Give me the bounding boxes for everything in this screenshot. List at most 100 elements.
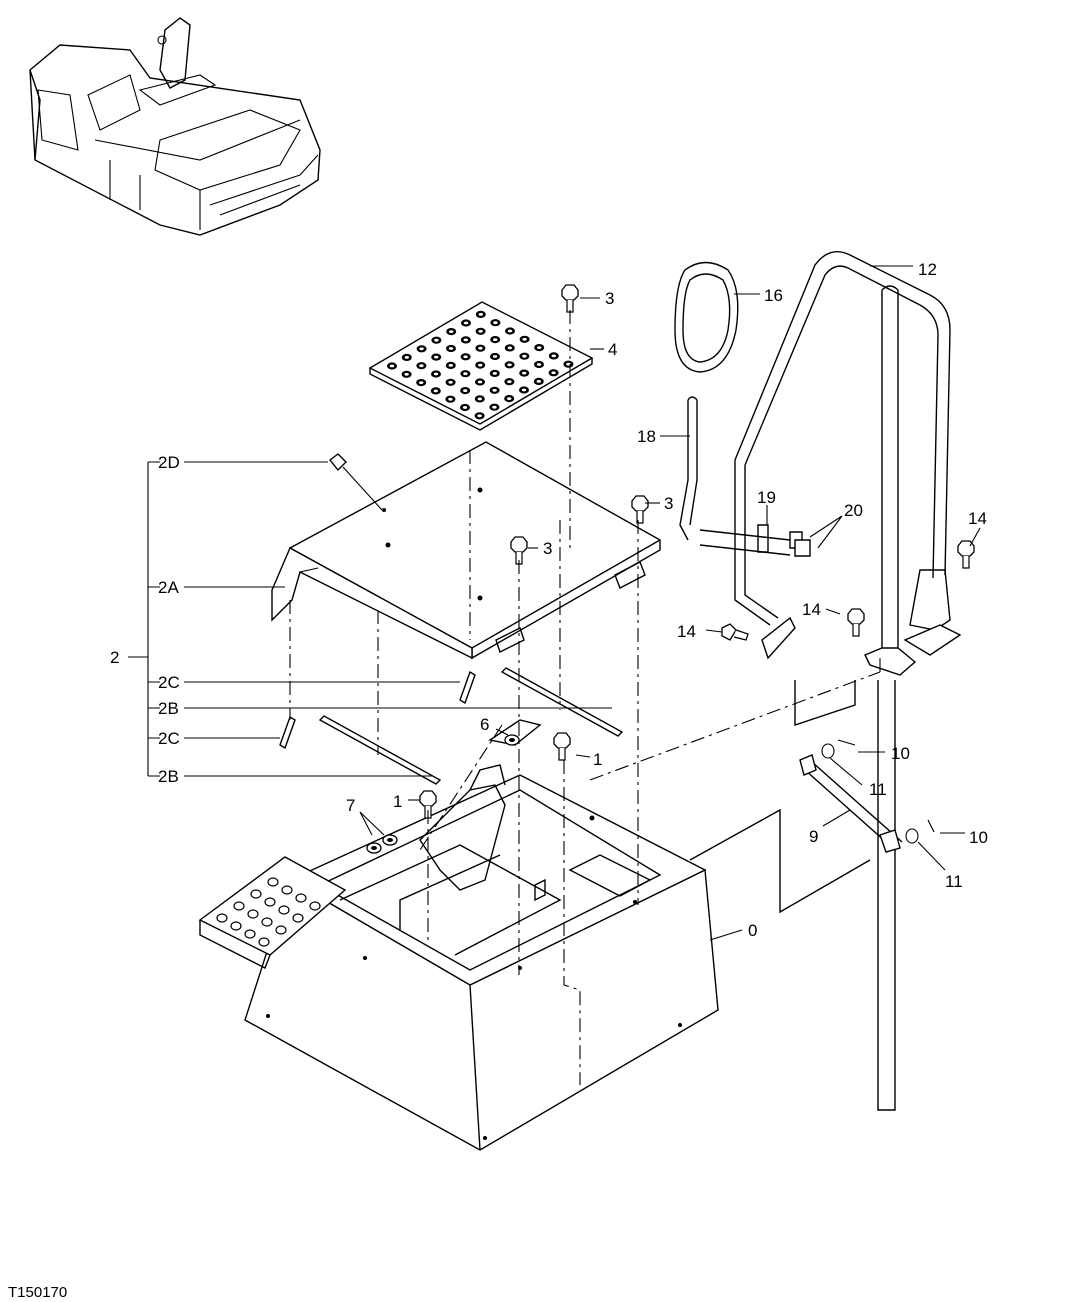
- callout-14-middle: 14: [802, 600, 821, 619]
- step-hole: [258, 937, 270, 947]
- plate-hole-center: [493, 338, 498, 341]
- plate-hole-center: [477, 414, 482, 418]
- callout-4: 4: [608, 340, 617, 359]
- plate-hole-center: [463, 321, 469, 325]
- callout-3-right: 3: [664, 494, 673, 513]
- callout-labels: 0 1 1 2 2A 2B 2B 2C 2C 2D 3 3 3 4 6 7 9 …: [110, 260, 988, 940]
- plate-hole-center: [448, 397, 453, 401]
- nut-icon: [382, 834, 398, 846]
- callout-16: 16: [764, 286, 783, 305]
- callout-2C-lower: 2C: [158, 729, 180, 748]
- callout-2D: 2D: [158, 453, 180, 472]
- plate-hole-center: [507, 380, 512, 384]
- nut-icon: [504, 734, 520, 746]
- perforated-plate-part-4: [368, 301, 594, 431]
- callout-2: 2: [110, 648, 119, 667]
- callout-11-upper: 11: [869, 780, 887, 799]
- plate-hole-center: [419, 364, 424, 368]
- seat-stand-part-0: [244, 774, 719, 1151]
- bolt-icon: [721, 623, 749, 641]
- plate-hole-center: [507, 329, 513, 333]
- plate-hole-center: [434, 338, 439, 342]
- plate-hole-center: [536, 363, 542, 366]
- plate-hole-center: [462, 406, 468, 409]
- plate-hole-center: [404, 356, 409, 359]
- step-hole: [250, 889, 262, 899]
- callout-3-top: 3: [605, 289, 614, 308]
- step-hole: [295, 893, 307, 903]
- step-hole: [230, 921, 242, 931]
- bolt-icon: [631, 495, 649, 524]
- plate-hole-center: [507, 363, 512, 367]
- plate-hole-center: [463, 389, 468, 392]
- callout-1-left: 1: [393, 792, 402, 811]
- step-hole: [278, 905, 290, 915]
- handrail-part-12: [734, 251, 962, 1111]
- plate-hole-center: [433, 389, 438, 393]
- callout-20: 20: [844, 501, 863, 520]
- callout-3-middle: 3: [543, 539, 552, 558]
- plate-hole-center: [463, 372, 468, 376]
- callout-14-left: 14: [677, 622, 696, 641]
- plate-hole-center: [433, 372, 439, 376]
- pin-part-2C-upper: [459, 670, 476, 705]
- plate-hole-center: [478, 346, 483, 350]
- step-hole: [216, 913, 228, 923]
- callout-9: 9: [809, 827, 818, 846]
- plate-hole-center: [419, 347, 424, 351]
- plate-hole-center: [522, 371, 527, 375]
- machine-locator-thumbnail: [29, 17, 321, 236]
- figure-id: T150170: [8, 1284, 67, 1301]
- plate-hole-center: [448, 347, 454, 350]
- plate-hole-center: [478, 313, 483, 316]
- step-hole: [233, 901, 245, 911]
- pin-part-10-upper: [837, 739, 856, 746]
- plate-hole-center: [389, 364, 395, 368]
- plug-part-2D: [329, 453, 383, 511]
- plate-hole-center: [492, 388, 497, 392]
- bolt-icon: [510, 536, 528, 565]
- plate-hole-center: [404, 372, 409, 376]
- bolt-icon: [847, 608, 865, 637]
- washer-part-11-lower: [905, 828, 919, 844]
- plate-hole-center: [551, 371, 556, 375]
- plate-hole-center: [477, 397, 482, 401]
- strip-part-2B-lower: [318, 715, 442, 785]
- plate-hole-center: [507, 346, 512, 350]
- callout-10-upper: 10: [891, 744, 910, 763]
- bolt-icon: [553, 732, 571, 761]
- callout-1-right: 1: [593, 750, 602, 769]
- bolt-icon: [957, 540, 975, 569]
- callout-2B-upper: 2B: [158, 699, 179, 718]
- step-hole: [261, 917, 273, 927]
- plate-hole-center: [463, 338, 468, 342]
- step-hole: [281, 885, 293, 895]
- bolt-icon: [561, 284, 579, 313]
- plate-hole-center: [507, 397, 512, 400]
- pin-part-10-lower: [927, 819, 935, 833]
- callout-2A: 2A: [158, 578, 179, 597]
- assembly-lines: [289, 310, 881, 1085]
- callout-0: 0: [748, 921, 757, 940]
- plate-hole-center: [434, 355, 439, 359]
- plate-hole-center: [448, 364, 453, 367]
- callout-11-lower: 11: [945, 872, 963, 891]
- washer-part-11-upper: [821, 743, 835, 759]
- mirror-stay-part-18: [679, 396, 698, 541]
- bolt-icons: [366, 284, 975, 854]
- plate-hole-center: [478, 329, 483, 333]
- step-hole: [244, 929, 256, 939]
- step-hole: [292, 913, 304, 923]
- callout-2C-upper: 2C: [158, 673, 180, 692]
- step-hole: [264, 897, 276, 907]
- callout-12: 12: [918, 260, 937, 279]
- step-hole: [247, 909, 259, 919]
- plate-hole-center: [536, 380, 541, 383]
- step-hole: [275, 925, 287, 935]
- plate-hole-center: [537, 346, 542, 349]
- callout-10-lower: 10: [969, 828, 988, 847]
- plate-hole-center: [522, 354, 527, 358]
- callout-18: 18: [637, 427, 656, 446]
- callout-19: 19: [757, 488, 776, 507]
